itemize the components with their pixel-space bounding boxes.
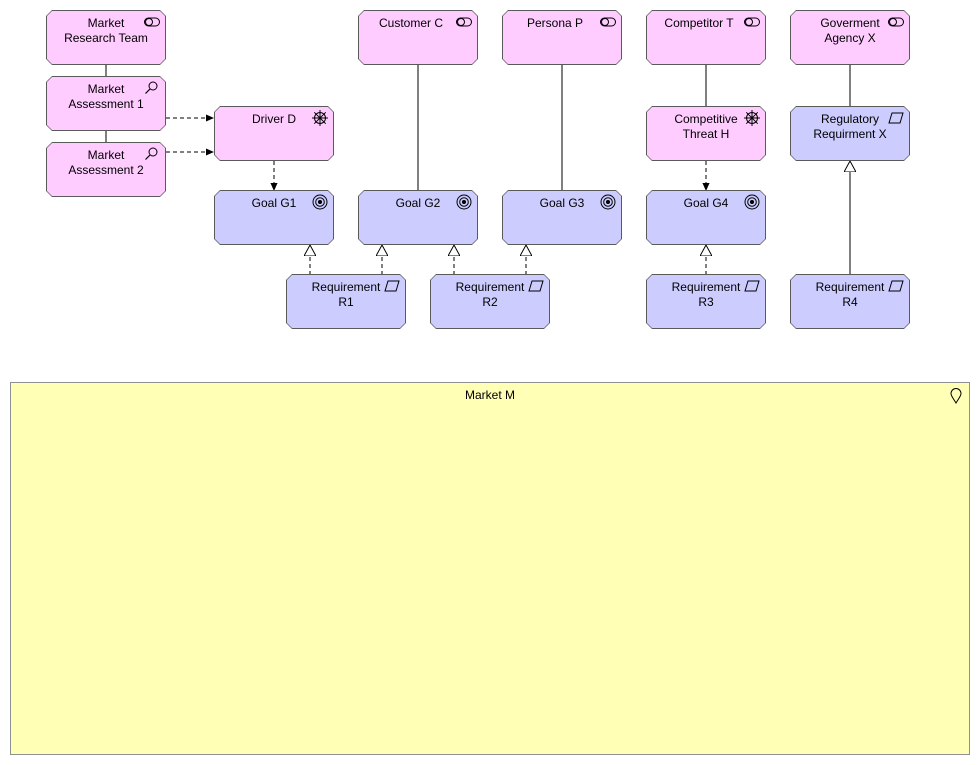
requirement-icon: [887, 109, 905, 127]
node-goal-g4[interactable]: Goal G4: [646, 190, 766, 245]
node-label: Goverment Agency X: [820, 16, 880, 45]
location-market-m[interactable]: Market M: [10, 382, 970, 755]
goal-icon: [743, 193, 761, 211]
node-goal-g3[interactable]: Goal G3: [502, 190, 622, 245]
node-label: Goal G3: [539, 196, 585, 210]
node-customer-c[interactable]: Customer C: [358, 10, 478, 65]
node-label: Customer C: [378, 16, 443, 30]
node-competitor-t[interactable]: Competitor T: [646, 10, 766, 65]
node-label: Requirement R4: [815, 280, 885, 309]
node-label: Regulatory Requirment X: [813, 112, 887, 141]
stakeholder-icon: [743, 13, 761, 31]
requirement-icon: [887, 277, 905, 295]
goal-icon: [455, 193, 473, 211]
node-label: Driver D: [252, 112, 296, 126]
node-label: Goal G4: [683, 196, 729, 210]
driver-icon: [311, 109, 329, 127]
node-label: Market Assessment 1: [68, 82, 144, 111]
node-government-agency-x[interactable]: Goverment Agency X: [790, 10, 910, 65]
node-label: Market Assessment 2: [68, 148, 144, 177]
stakeholder-icon: [599, 13, 617, 31]
node-label: Competitive Threat H: [674, 112, 738, 141]
node-requirement-r3[interactable]: Requirement R3: [646, 274, 766, 329]
node-requirement-r1[interactable]: Requirement R1: [286, 274, 406, 329]
node-market-research-team[interactable]: Market Research Team: [46, 10, 166, 65]
assessment-icon: [143, 79, 161, 97]
node-label: Goal G1: [251, 196, 297, 210]
node-label: Goal G2: [395, 196, 441, 210]
requirement-icon: [743, 277, 761, 295]
driver-icon: [743, 109, 761, 127]
location-label: Market M: [464, 388, 515, 402]
stakeholder-icon: [887, 13, 905, 31]
node-regulatory-requirement-x[interactable]: Regulatory Requirment X: [790, 106, 910, 161]
node-requirement-r4[interactable]: Requirement R4: [790, 274, 910, 329]
node-driver-d[interactable]: Driver D: [214, 106, 334, 161]
node-goal-g1[interactable]: Goal G1: [214, 190, 334, 245]
requirement-icon: [527, 277, 545, 295]
requirement-icon: [383, 277, 401, 295]
node-market-assessment-1[interactable]: Market Assessment 1: [46, 76, 166, 131]
stakeholder-icon: [455, 13, 473, 31]
node-competitive-threat-h[interactable]: Competitive Threat H: [646, 106, 766, 161]
node-label: Market Research Team: [64, 16, 148, 45]
goal-icon: [311, 193, 329, 211]
goal-icon: [599, 193, 617, 211]
node-label: Requirement R3: [671, 280, 741, 309]
location-icon: [950, 388, 962, 404]
stakeholder-icon: [143, 13, 161, 31]
node-market-assessment-2[interactable]: Market Assessment 2: [46, 142, 166, 197]
node-persona-p[interactable]: Persona P: [502, 10, 622, 65]
node-label: Persona P: [526, 16, 584, 30]
node-label: Requirement R1: [311, 280, 381, 309]
node-requirement-r2[interactable]: Requirement R2: [430, 274, 550, 329]
node-label: Requirement R2: [455, 280, 525, 309]
node-label: Competitor T: [664, 16, 734, 30]
node-goal-g2[interactable]: Goal G2: [358, 190, 478, 245]
assessment-icon: [143, 145, 161, 163]
